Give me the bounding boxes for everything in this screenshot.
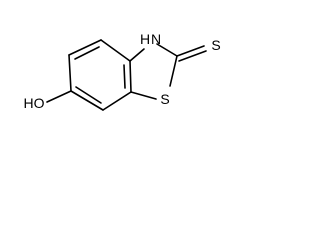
structure-canvas: H N S S HO — [0, 0, 249, 139]
nh-hydrogen-label: H — [140, 31, 150, 47]
exocyclic-sulfur-label: S — [211, 37, 220, 53]
hydroxyl-label: HO — [24, 95, 45, 111]
bond-c6-c7 — [70, 90, 104, 111]
bond-c7a-c3a-inner — [123, 64, 126, 89]
bond-c2-s1 — [169, 55, 178, 87]
bond-c4-c5 — [68, 39, 102, 56]
bond-n-c2 — [156, 43, 178, 57]
bond-c4-c5-inner — [74, 46, 100, 60]
bond-c3a-c4 — [100, 39, 131, 62]
bond-c2-s-exo-a — [176, 45, 205, 57]
bond-c7-c7a — [102, 91, 132, 111]
bond-c2-s-exo-b — [178, 50, 207, 62]
bond-c7a-c3a — [129, 60, 132, 93]
nitrogen-label: N — [151, 31, 161, 47]
bond-c5-o — [46, 90, 72, 103]
molecule-diagram: H N S S HO — [24, 31, 221, 111]
bond-c5-c6 — [68, 54, 72, 92]
bond-s1-c7a — [130, 91, 157, 100]
ring-sulfur-label: S — [160, 91, 169, 107]
bond-c6-c7-inner — [75, 86, 102, 104]
bond-c3a-n — [129, 48, 145, 62]
